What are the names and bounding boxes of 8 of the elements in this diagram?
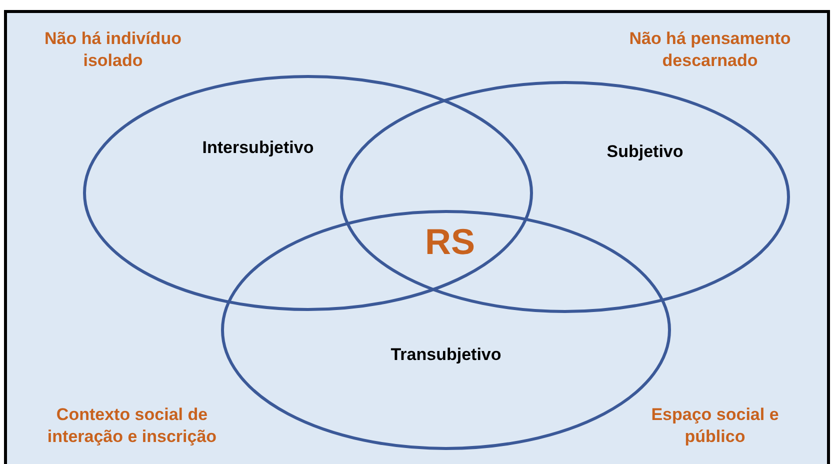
set-label: Subjetivo <box>606 142 684 162</box>
set-label: Intersubjetivo <box>202 138 314 158</box>
note-text: Não há indivíduo isolado <box>44 28 182 72</box>
set-label: Transubjetivo <box>390 345 502 365</box>
center-label: RS <box>424 222 476 262</box>
note-text: Não há pensamento descarnado <box>628 28 792 72</box>
note-text: Contexto social de interação e inscrição <box>46 404 218 448</box>
note-text: Espaço social e público <box>650 404 780 448</box>
